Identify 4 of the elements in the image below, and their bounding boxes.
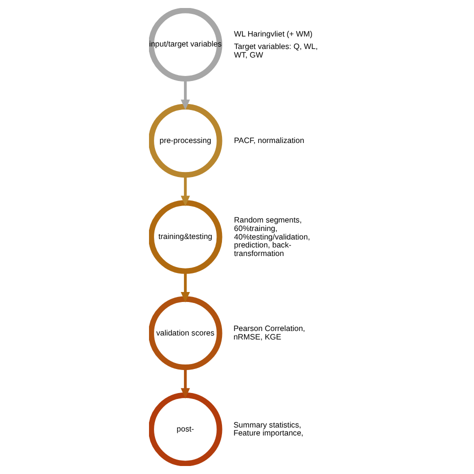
arrow <box>180 78 190 110</box>
arrow <box>180 175 190 206</box>
arrow <box>180 368 190 399</box>
arrow <box>180 271 190 302</box>
